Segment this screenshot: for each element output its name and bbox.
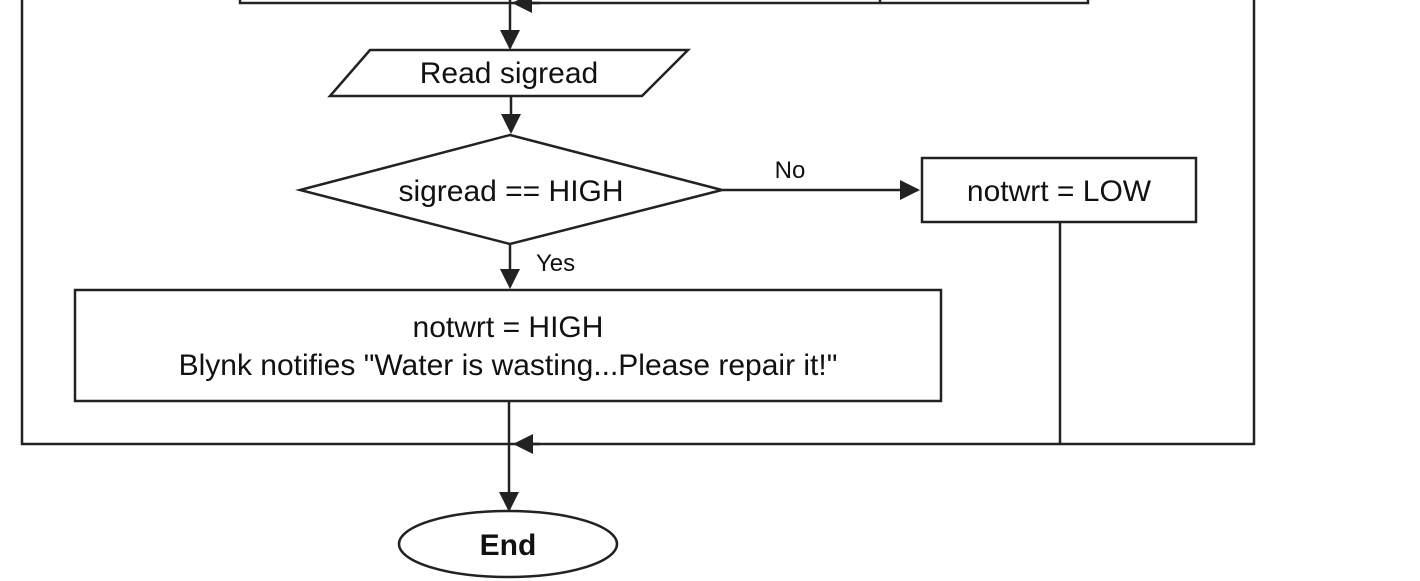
set-high-node [73,288,943,403]
loop-frame [20,0,1256,446]
decision-label: sigread == HIGH [398,175,623,208]
end-label: End [480,529,537,562]
set-low-label: notwrt = LOW [967,175,1152,208]
no-label: No [775,157,806,184]
set-high-label-line1: notwrt = HIGH [413,311,604,344]
read-sigread-node [327,48,692,98]
yes-label: Yes [536,250,575,277]
top-box-partial [238,0,1090,5]
read-sigread-label: Read sigread [420,57,598,90]
set-high-label-line2: Blynk notifies "Water is wasting...Pleas… [179,349,838,382]
end-node [397,509,619,579]
